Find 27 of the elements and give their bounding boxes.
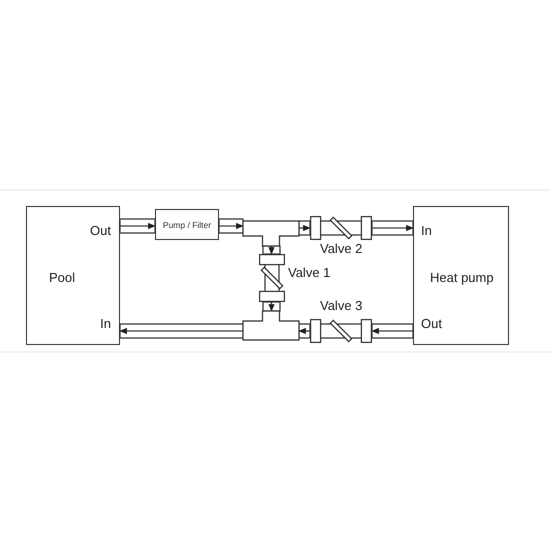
pipe-with-flow-arrow bbox=[371, 323, 414, 339]
pipe-with-flow-arrow bbox=[218, 218, 244, 234]
pool-box bbox=[26, 206, 120, 345]
port-label: In bbox=[421, 224, 432, 237]
pipe-with-flow-arrow bbox=[298, 220, 311, 236]
valve-label: Valve 3 bbox=[320, 299, 362, 312]
box-label: Pool bbox=[49, 271, 76, 284]
pipe-with-flow-arrow bbox=[119, 218, 156, 234]
pump-filter-box bbox=[155, 209, 219, 240]
valve-symbol bbox=[310, 216, 372, 240]
pipe-with-flow-arrow bbox=[262, 245, 281, 255]
pipe-with-flow-arrow bbox=[371, 220, 414, 236]
valve-label: Valve 1 bbox=[288, 266, 330, 279]
valve-symbol bbox=[258, 254, 284, 302]
port-label: Out bbox=[90, 224, 111, 237]
pipe-with-flow-arrow bbox=[262, 301, 281, 312]
heat-pump-box bbox=[413, 206, 509, 345]
valve-label: Valve 2 bbox=[320, 242, 362, 255]
pipe-with-flow-arrow bbox=[298, 323, 311, 339]
tee-fitting bbox=[243, 311, 299, 341]
port-label: In bbox=[100, 317, 111, 330]
box-label: Pump / Filter bbox=[162, 220, 212, 230]
pipe-with-flow-arrow bbox=[119, 323, 244, 339]
tee-fitting bbox=[243, 219, 299, 246]
port-label: Out bbox=[421, 317, 442, 330]
box-label: Heat pump bbox=[430, 271, 494, 284]
valve-symbol bbox=[310, 319, 372, 343]
